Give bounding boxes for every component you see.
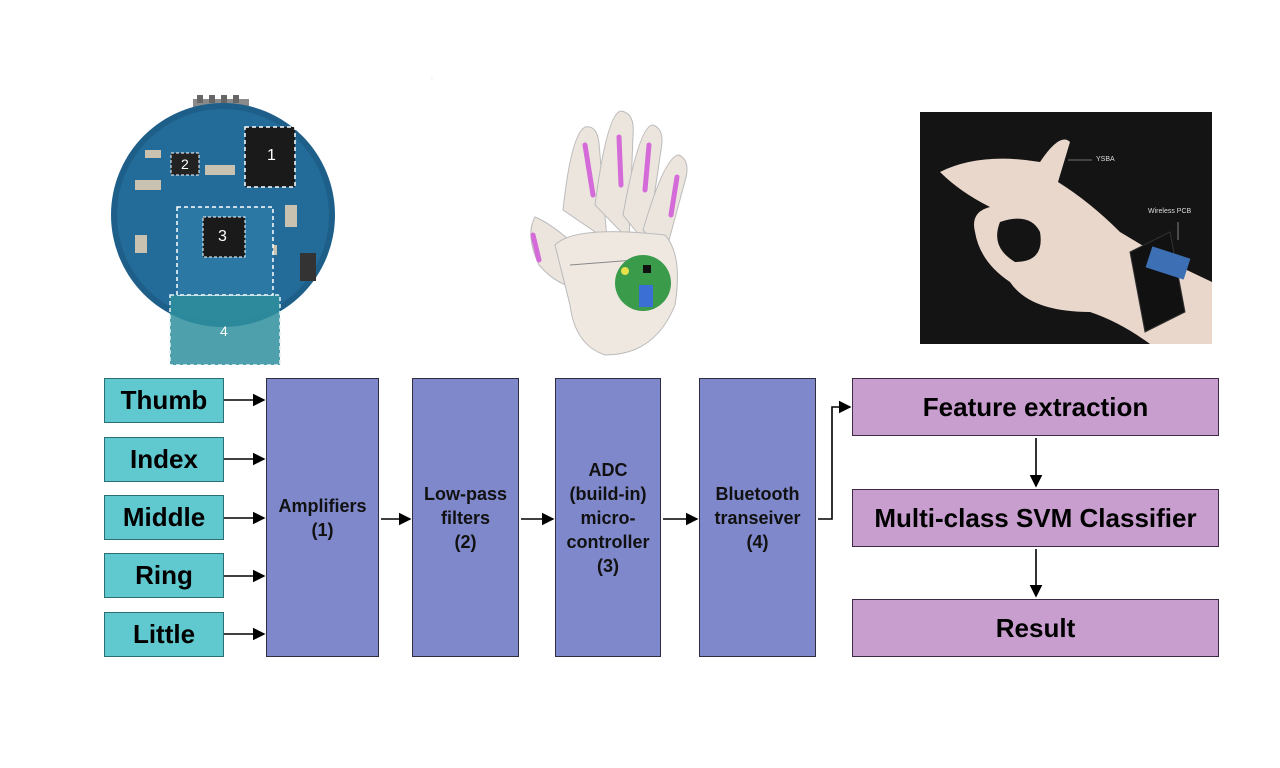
pcb-label-4: 4: [220, 323, 228, 339]
block-amplifiers-line: (1): [311, 519, 334, 540]
block-adc-line: micro-: [580, 507, 636, 528]
box-svm-classifier: Multi-class SVM Classifier: [852, 489, 1219, 547]
input-thumb: Thumb: [104, 378, 224, 423]
block-bluetooth-line: (4): [746, 531, 769, 552]
block-amplifiers-line: Amplifiers: [278, 495, 367, 516]
glove-hand-image: [515, 105, 715, 360]
pcb-image: 1 2 3 4: [105, 95, 345, 366]
block-adc-line: (3): [596, 555, 619, 576]
block-bluetooth-transceiver: Bluetooth transeiver (4): [699, 378, 816, 657]
block-filters-line: filters: [440, 507, 490, 528]
block-adc-microcontroller: ADC (build-in) micro- controller (3): [555, 378, 661, 657]
pcb-label-3: 3: [218, 228, 227, 245]
glove-photo: YSBA Wireless PCB: [920, 112, 1212, 344]
input-little: Little: [104, 612, 224, 657]
box-result: Result: [852, 599, 1219, 657]
pcb-label-2: 2: [181, 156, 189, 172]
block-adc-line: ADC: [588, 459, 628, 480]
photo-label-device: Wireless PCB: [1148, 208, 1192, 215]
input-ring: Ring: [104, 553, 224, 598]
block-amplifiers: Amplifiers (1): [266, 378, 379, 657]
block-adc-line: (build-in): [569, 483, 647, 504]
block-filters-line: (2): [454, 531, 477, 552]
input-middle: Middle: [104, 495, 224, 540]
block-bluetooth-line: Bluetooth: [715, 483, 800, 504]
arrow-bt-feature: [818, 400, 852, 520]
block-bluetooth-line: transeiver: [714, 507, 801, 528]
block-filters-line: Low-pass: [423, 483, 507, 504]
photo-label-ysba: YSBA: [1096, 156, 1115, 163]
watermark: ·: [430, 72, 434, 87]
box-feature-extraction: Feature extraction: [852, 378, 1219, 436]
input-index: Index: [104, 437, 224, 482]
block-adc-line: controller: [566, 531, 650, 552]
block-low-pass-filters: Low-pass filters (2): [412, 378, 519, 657]
pcb-label-1: 1: [267, 147, 276, 164]
